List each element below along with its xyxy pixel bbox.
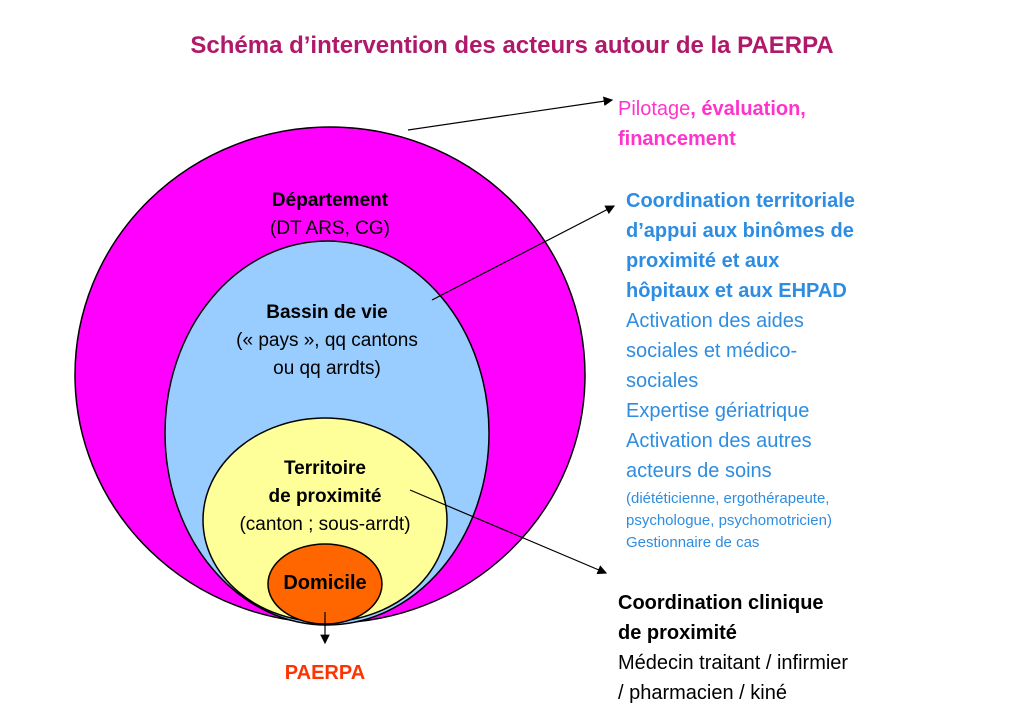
coordination-territoriale-small-3: Gestionnaire de cas (626, 534, 760, 551)
coordination-territoriale-small-2: psychologue, psychomotricien) (626, 512, 832, 529)
coordination-territoriale-line-1: Activation des aides (626, 310, 804, 332)
page-title: Schéma d’intervention des acteurs autour… (190, 32, 834, 59)
departement-name: Département (271, 190, 389, 211)
pilotage-evaluation: , évaluation, (690, 98, 806, 120)
bassin-sub-1: (« pays », qq cantons (236, 330, 418, 351)
departement-label: Département (DT ARS, CG) (230, 190, 430, 240)
coordination-territoriale-heading-3: proximité et aux (626, 250, 780, 272)
coordination-clinique-arrow (409, 489, 608, 575)
coordination-territoriale-heading-2: d’appui aux binômes de (626, 220, 854, 242)
pilotage-annotation: Pilotage, évaluation, financement (618, 94, 918, 154)
coordination-territoriale-line-5: Activation des autres (626, 430, 812, 452)
coordination-territoriale-annotation: Coordination territoriale d’appui aux bi… (626, 186, 946, 554)
pilotage-word: Pilotage (618, 98, 691, 120)
departement-sub: (DT ARS, CG) (270, 218, 390, 239)
coordination-clinique-annotation: Coordination clinique de proximité Médec… (618, 588, 938, 708)
coordination-territoriale-line-4: Expertise gériatrique (626, 400, 810, 422)
bassin-name: Bassin de vie (266, 302, 388, 323)
coordination-territoriale-line-2: sociales et médico- (626, 340, 798, 362)
territoire-label: Territoire de proximité (canton ; sous-a… (205, 458, 445, 536)
bassin-sub-2: ou qq arrdts) (273, 358, 381, 379)
coordination-territoriale-arrow (431, 205, 616, 301)
pilotage-arrow (407, 96, 614, 131)
coordination-territoriale-line-6: acteurs de soins (626, 460, 772, 482)
pilotage-line-1: Pilotage, évaluation, (618, 94, 918, 124)
domicile-label: Domicile (283, 572, 367, 594)
coordination-territoriale-line-3: sociales (626, 370, 699, 392)
bassin-label: Bassin de vie (« pays », qq cantons ou q… (190, 302, 464, 380)
pilotage-line-2: financement (618, 128, 736, 150)
coordination-clinique-line-2: / pharmacien / kiné (618, 682, 787, 704)
coordination-territoriale-heading-4: hôpitaux et aux EHPAD (626, 280, 847, 302)
territoire-sub: (canton ; sous-arrdt) (239, 514, 411, 535)
coordination-clinique-line-1: Médecin traitant / infirmier (618, 652, 849, 674)
territoire-name-1: Territoire (283, 458, 366, 479)
coordination-territoriale-heading-1: Coordination territoriale (626, 190, 855, 212)
coordination-clinique-heading-1: Coordination clinique (618, 592, 824, 614)
coordination-clinique-heading-2: de proximité (618, 622, 737, 644)
paerpa-label: PAERPA (284, 662, 366, 684)
coordination-territoriale-small-1: (diététicienne, ergothérapeute, (626, 490, 830, 507)
territoire-name-2: de proximité (268, 486, 382, 507)
